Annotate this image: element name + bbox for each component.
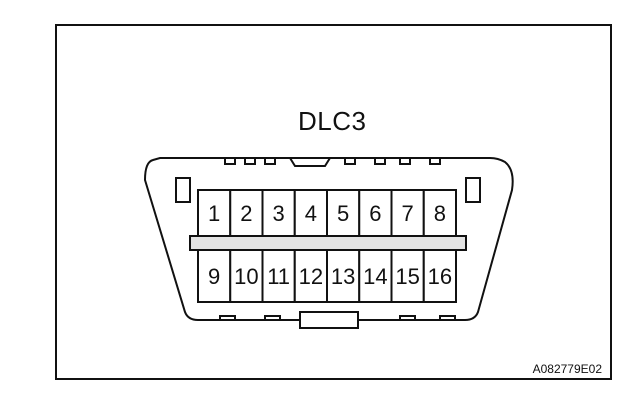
pin-label-6: 6 <box>369 201 381 226</box>
pin-cell-3 <box>261 189 296 237</box>
pin-label-8: 8 <box>434 201 446 226</box>
pin-label-7: 7 <box>402 201 414 226</box>
pin-label-1: 1 <box>208 201 220 226</box>
pin-cell-16 <box>422 249 457 303</box>
pin-label-12: 12 <box>299 264 323 289</box>
connector-title: DLC3 <box>298 106 367 136</box>
pin-label-16: 16 <box>428 264 452 289</box>
pin-label-14: 14 <box>363 264 387 289</box>
pin-cell-12 <box>293 249 328 303</box>
pin-cell-9 <box>197 249 232 303</box>
pin-label-5: 5 <box>337 201 349 226</box>
pin-cell-2 <box>229 189 264 237</box>
pin-label-11: 11 <box>267 264 290 289</box>
pin-label-9: 9 <box>208 264 220 289</box>
pin-label-3: 3 <box>273 201 285 226</box>
pin-label-4: 4 <box>305 201 317 226</box>
pin-cell-14 <box>358 249 393 303</box>
pin-cell-10 <box>229 249 264 303</box>
pin-label-15: 15 <box>395 264 419 289</box>
pin-label-13: 13 <box>331 264 355 289</box>
pin-cell-5 <box>326 189 361 237</box>
figure-code: A082779E02 <box>532 362 602 376</box>
pin-cell-15 <box>390 249 425 303</box>
pin-label-2: 2 <box>240 201 252 226</box>
pin-cell-13 <box>326 249 361 303</box>
pin-cell-1 <box>197 189 232 237</box>
pin-label-10: 10 <box>234 264 258 289</box>
pin-cell-4 <box>293 189 328 237</box>
pin-cell-11 <box>261 249 296 303</box>
pin-cell-8 <box>422 189 457 237</box>
pin-cell-7 <box>390 189 425 237</box>
